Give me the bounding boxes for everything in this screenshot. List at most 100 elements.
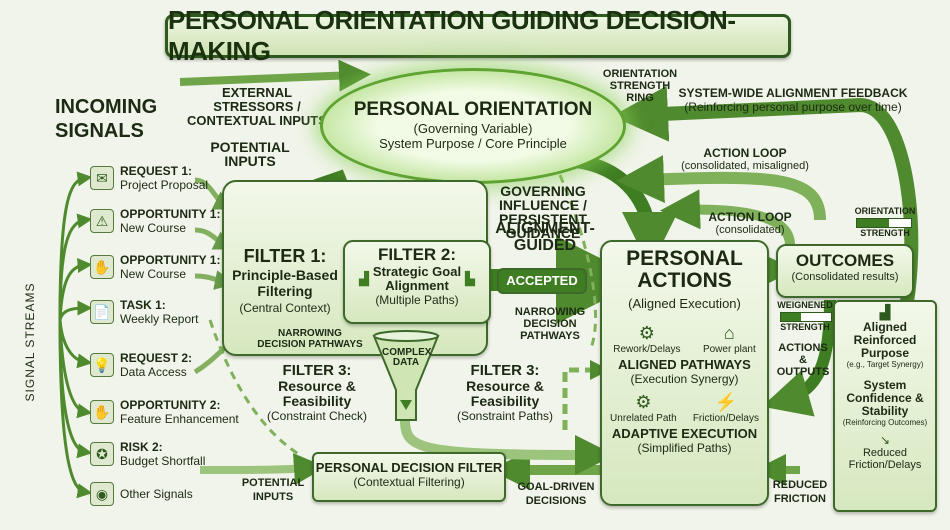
signal-streams-label: SIGNAL STREAMS	[23, 282, 37, 402]
filter-3a-sub: Resource & Feasibility	[278, 378, 356, 409]
action-loop-1-title: ACTION LOOP	[703, 146, 787, 160]
decision-filter-title: PERSONAL DECISION FILTER	[315, 460, 503, 475]
signal-title: REQUEST 2:	[120, 351, 193, 365]
right-panel-p3: Reduced Friction/Delays	[848, 447, 922, 471]
filter-2-note: (Multiple Paths)	[375, 293, 459, 307]
filter-3b-note: (Sonstraint Paths)	[456, 409, 554, 423]
signal-sub: Data Access	[120, 365, 187, 379]
signal-title: TASK 1:	[120, 298, 166, 312]
org-chart-icon: ▟	[359, 271, 369, 286]
alignment-guided-label: ALIGNMENT-GUIDED	[495, 220, 595, 254]
aligned-pathways-title: ALIGNED PATHWAYS	[618, 357, 751, 372]
filter-1-note: (Central Context)	[239, 301, 331, 315]
signal-opportunity-1a[interactable]: ⚠OPPORTUNITY 1:New Course	[90, 207, 220, 235]
narrowing-label-1: NARROWING DECISION PATHWAYS	[257, 328, 363, 350]
outcomes-box[interactable]: OUTCOMES (Consolidated results)	[776, 244, 914, 298]
power-plant-icon: ⌂	[723, 323, 735, 343]
signal-title: REQUEST 1:	[120, 164, 193, 178]
action-loop-2-title: ACTION LOOP	[708, 210, 792, 224]
signal-sub: New Course	[120, 267, 187, 281]
filter-3b-title: FILTER 3:	[470, 362, 540, 379]
actions-icon1-label: Rework/Delays	[613, 344, 681, 355]
action-loop-1-label: ACTION LOOP (consolidated, misaligned)	[665, 146, 825, 172]
actions-icon4-label: Friction/Delays	[692, 413, 759, 424]
robot-arm-icon: ⚙	[638, 323, 655, 343]
signal-request-1[interactable]: ✉ REQUEST 1:Project Proposal	[90, 164, 208, 192]
actions-outputs-label: ACTIONS & OUTPUTS	[776, 342, 830, 378]
orientation-strength-bar	[856, 218, 912, 228]
strength-label-2: STRENGTH	[780, 322, 830, 332]
narrowing-label-2: NARROWING DECISION PATHWAYS	[514, 306, 586, 342]
pylon-icon: ⚡	[714, 392, 738, 412]
right-results-panel: ▟ Aligned Reinforced Purpose (e.g., Targ…	[833, 300, 937, 512]
org-chart-icon: ▙	[465, 271, 475, 286]
filter-2-title: FILTER 2:	[377, 245, 457, 264]
right-panel-p2: System Confidence & Stability	[846, 378, 924, 418]
right-panel-p1s: (e.g., Target Synergy)	[846, 360, 924, 369]
feedback-sub: (Reinforcing personal purpose over time)	[684, 100, 902, 114]
aligned-pathways-sub: (Execution Synergy)	[630, 372, 739, 386]
feedback-label: SYSTEM-WIDE ALIGNMENT FEEDBACK (Reinforc…	[668, 86, 918, 114]
filter-1-content: FILTER 1: Principle-Based Filtering (Cen…	[225, 246, 345, 315]
strength-label: STRENGTH	[860, 228, 910, 238]
funnel-icon	[372, 330, 440, 421]
right-panel-p2s: (Reinforcing Outcomes)	[842, 418, 928, 427]
signal-risk-2[interactable]: ✪RISK 2:Budget Shortfall	[90, 440, 205, 468]
potential-inputs-bottom-label: POTENTIAL INPUTS	[241, 477, 305, 503]
gears-icon: ⚙	[635, 392, 652, 412]
signal-sub: Weekly Report	[120, 312, 199, 326]
signal-opportunity-2[interactable]: ✋ OPPORTUNITY 2:Feature Enhancement	[90, 398, 239, 426]
filter-3a-note: (Constraint Check)	[266, 409, 368, 423]
document-icon: 📄	[90, 300, 114, 324]
rss-icon: ◉	[90, 482, 114, 506]
growth-chart-icon: ▟	[879, 304, 891, 320]
personal-orientation-node[interactable]: PERSONAL ORIENTATION (Governing Variable…	[320, 68, 626, 184]
signal-task-1[interactable]: 📄 TASK 1:Weekly Report	[90, 298, 198, 326]
signal-other[interactable]: ◉Other Signals	[90, 482, 193, 506]
reduced-friction-label: REDUCED FRICTION	[772, 479, 828, 505]
action-loop-2-sub: (consolidated)	[715, 224, 785, 236]
decision-filter-sub: (Contextual Filtering)	[353, 475, 465, 489]
personal-actions-box[interactable]: PERSONAL ACTIONS (Aligned Execution) ⚙Re…	[600, 240, 769, 506]
signal-sub: Project Proposal	[120, 178, 209, 192]
filter-1-title: FILTER 1:	[243, 246, 327, 266]
signal-sub: New Course	[120, 221, 187, 235]
orientation-strength-label: ORIENTATION	[854, 206, 916, 216]
filter-1-sub: Principle-Based Filtering	[232, 267, 338, 299]
outcomes-title: OUTCOMES	[795, 251, 895, 270]
actions-icon3-label: Unrelated Path	[610, 413, 677, 424]
envelope-icon: ✉	[90, 166, 114, 190]
orientation-title: PERSONAL ORIENTATION	[353, 99, 593, 120]
feedback-title: SYSTEM-WIDE ALIGNMENT FEEDBACK	[678, 86, 908, 100]
outcomes-sub: (Consolidated results)	[791, 271, 899, 283]
actions-icon2-label: Power plant	[702, 344, 756, 355]
signal-title: OPPORTUNITY 2:	[120, 398, 221, 412]
adaptive-execution-sub: (Simplified Paths)	[637, 441, 732, 455]
filter-3a-label: FILTER 3: Resource & Feasibility (Constr…	[252, 362, 382, 423]
orientation-ring-label: ORIENTATION STRENGTH RING	[602, 68, 678, 104]
incoming-signals-heading: INCOMING SIGNALS	[55, 96, 158, 142]
potential-inputs-label: POTENTIAL INPUTS	[210, 139, 290, 169]
right-panel-p1: Aligned Reinforced Purpose	[853, 320, 917, 360]
warning-icon: ⚠	[90, 209, 114, 233]
personal-decision-filter-box[interactable]: PERSONAL DECISION FILTER (Contextual Fil…	[312, 452, 506, 502]
filter-3b-label: FILTER 3: Resource & Feasibility (Sonstr…	[440, 362, 570, 423]
handshake-icon: ✋	[90, 400, 114, 424]
signal-title: RISK 2:	[120, 440, 163, 454]
actions-sub: (Aligned Execution)	[628, 296, 741, 311]
signal-title: OPPORTUNITY 1:	[120, 253, 221, 267]
actions-title: PERSONAL ACTIONS	[626, 247, 743, 292]
filter-3a-title: FILTER 3:	[282, 362, 352, 379]
signal-sub: Feature Enhancement	[120, 412, 239, 426]
external-stressors-label: EXTERNAL STRESSORS / CONTEXTUAL INPUTS	[187, 85, 327, 128]
page-title: PERSONAL ORIENTATION GUIDING DECISION-MA…	[165, 5, 791, 66]
complex-data-label: COMPLEX DATA	[382, 347, 432, 368]
signal-opportunity-1b[interactable]: ✋OPPORTUNITY 1:New Course	[90, 253, 220, 281]
filter-3b-sub: Resource & Feasibility	[466, 378, 544, 409]
action-loop-2-label: ACTION LOOP (consolidated)	[690, 210, 810, 236]
action-loop-1-sub: (consolidated, misaligned)	[681, 160, 809, 172]
signal-request-2[interactable]: 💡REQUEST 2:Data Access	[90, 351, 192, 379]
signal-sub: Budget Shortfall	[120, 454, 206, 468]
filter-2-box[interactable]: FILTER 2: ▟ Strategic Goal Alignment ▙ (…	[343, 240, 491, 324]
accepted-badge: ACCEPTED	[497, 268, 587, 294]
